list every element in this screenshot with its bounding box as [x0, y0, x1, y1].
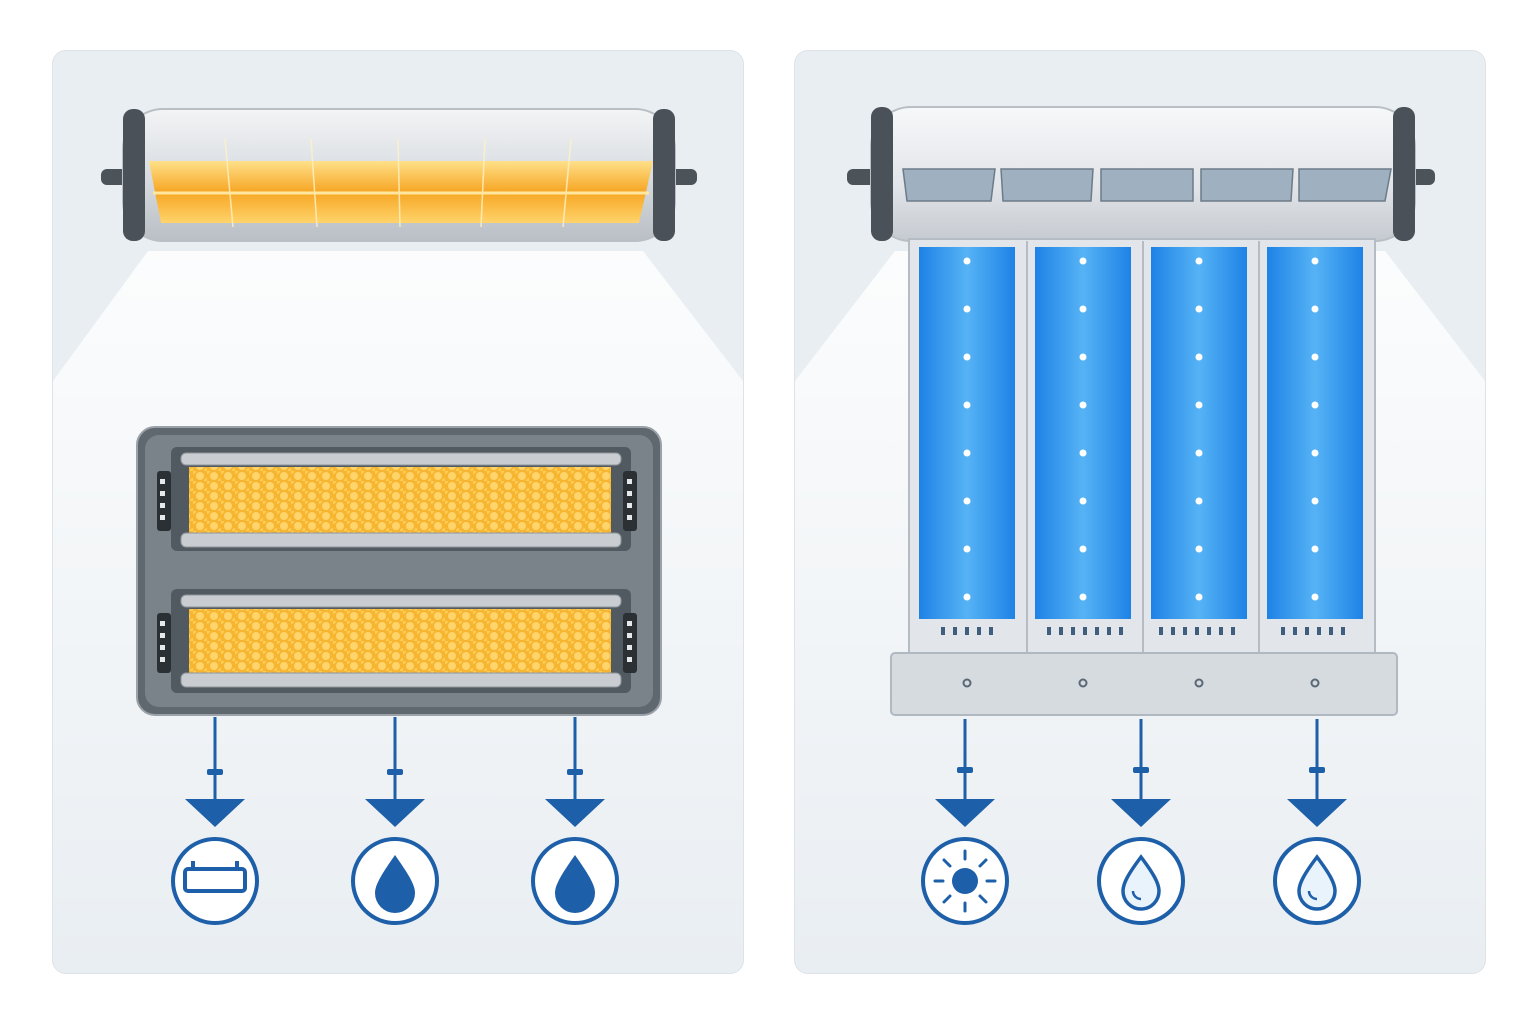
sun-icon — [921, 837, 1009, 925]
vent-slots — [902, 168, 1392, 202]
heating-element-frame — [136, 426, 662, 716]
cassette-2 — [1035, 247, 1131, 619]
arrow-head — [185, 799, 245, 827]
droplet-outline-icon — [1273, 837, 1361, 925]
cooling-panel — [794, 50, 1486, 974]
cassette-3 — [1151, 247, 1247, 619]
cassette-1 — [919, 247, 1015, 619]
arrow-head — [1287, 799, 1347, 827]
arrow-head — [935, 799, 995, 827]
element-row-2 — [189, 609, 611, 673]
output-arrows — [213, 717, 577, 799]
heating-panel — [52, 50, 744, 974]
output-arrows — [963, 719, 1319, 799]
air-unit — [847, 106, 1435, 242]
element-row-1 — [189, 467, 611, 533]
cassette-4 — [1267, 247, 1363, 619]
arrow-head — [545, 799, 605, 827]
heating-diagram — [53, 108, 743, 973]
droplet-icon — [351, 837, 439, 925]
droplet-outline-icon — [1097, 837, 1185, 925]
infrared-heater — [101, 108, 697, 242]
arrow-head — [365, 799, 425, 827]
arrow-head — [1111, 799, 1171, 827]
base-tray — [890, 652, 1398, 716]
cooling-cassettes — [890, 238, 1398, 716]
heater-icon — [171, 837, 259, 925]
droplet-icon — [531, 837, 619, 925]
cooling-diagram — [795, 106, 1485, 973]
